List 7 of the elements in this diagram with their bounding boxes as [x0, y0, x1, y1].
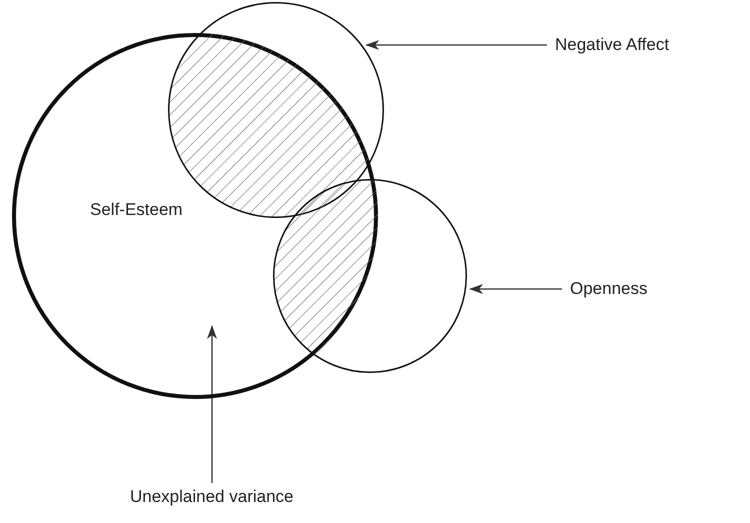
circle-label: Self-Esteem	[90, 200, 183, 220]
callout-text: Unexplained variance	[130, 487, 294, 507]
arrow	[365, 40, 547, 50]
arrow	[469, 284, 562, 294]
arrow	[207, 325, 217, 483]
callout-text: Openness	[570, 279, 648, 299]
callout-text: Negative Affect	[555, 35, 670, 55]
